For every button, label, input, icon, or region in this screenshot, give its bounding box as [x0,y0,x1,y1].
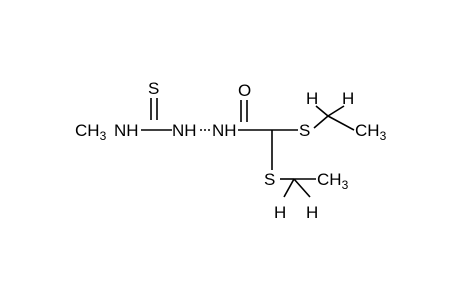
atom-h-lower-b: H [306,203,318,222]
atom-s-upper: S [299,121,310,140]
bond-ch2-h-lower-b [293,178,311,198]
atom-nh-hydrazide-2: NH [212,121,237,140]
atom-ch3-left: CH3 [75,121,107,143]
bond-ch2-ch3-upper [327,115,355,131]
atom-h-upper-a: H [306,89,318,108]
atom-nh-thioamide: NH [114,121,139,140]
atom-nh-hydrazide-1: NH [172,121,197,140]
bond-ch2-h-upper-a [315,105,329,117]
atom-h-upper-b: H [342,89,354,108]
bond-s-ch2-upper [313,115,329,129]
bond-ch2-h-lower-a [283,178,295,198]
atom-s-lower: S [264,170,275,189]
atom-h-lower-a: H [274,203,286,222]
atom-s-thione: S [148,79,159,98]
atom-ch3-upper: CH3 [355,121,387,143]
atom-o-carbonyl: O [238,81,251,100]
bond-ch2-h-upper-b [327,105,345,117]
atom-labels: CH3 NH S NH NH O S H H CH3 S CH3 H H [75,79,387,222]
bonds [141,98,355,198]
atom-ch3-lower: CH3 [317,170,349,192]
